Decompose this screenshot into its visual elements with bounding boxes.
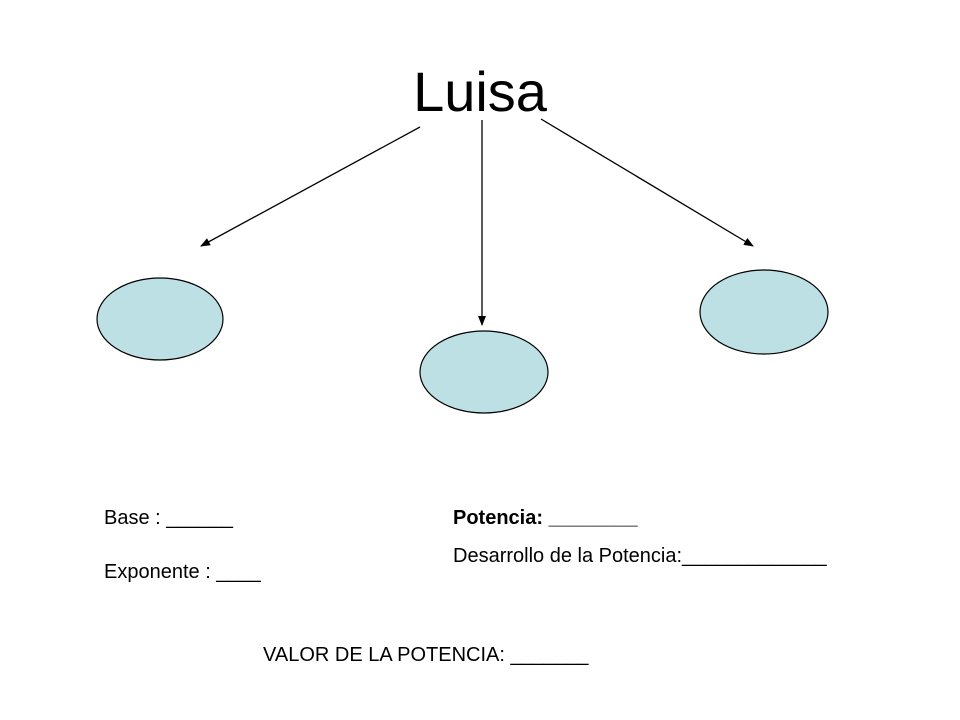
base-field: Base : ______ bbox=[104, 507, 233, 529]
potencia-field: Potencia: ________ bbox=[453, 507, 638, 529]
exponente-field: Exponente : ____ bbox=[104, 561, 261, 583]
circle-left bbox=[96, 277, 224, 361]
arrow-right bbox=[540, 118, 754, 247]
desarrollo-field: Desarrollo de la Potencia:_____________ bbox=[453, 545, 827, 567]
circle-right bbox=[699, 269, 829, 355]
valor-field: VALOR DE LA POTENCIA: _______ bbox=[263, 644, 589, 666]
circle-center bbox=[419, 330, 549, 414]
diagram-title: Luisa bbox=[413, 60, 547, 123]
arrow-left bbox=[200, 126, 421, 247]
